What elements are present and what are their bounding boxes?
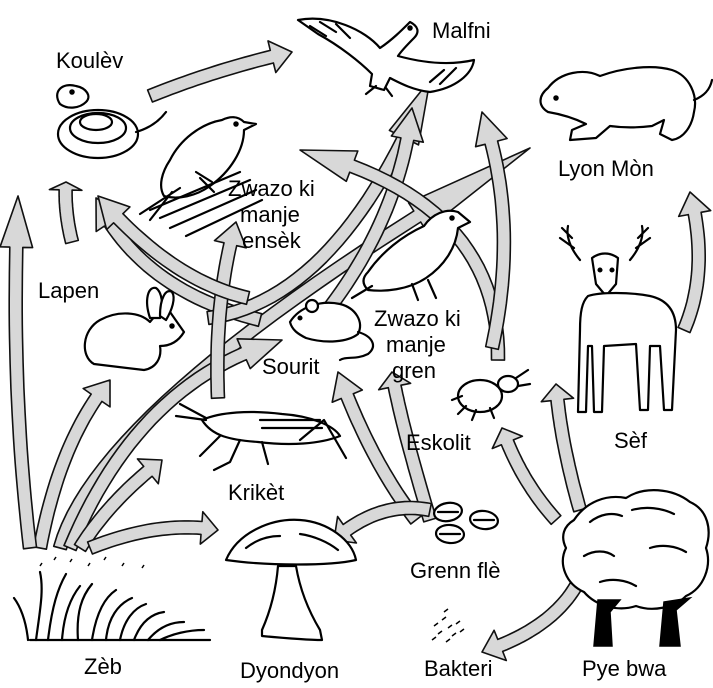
seeds-illustration [433,501,499,544]
label-zwazo-ensek-line1: Zwazo ki [228,176,315,201]
label-dyondyon: Dyondyon [240,658,339,683]
deer-illustration [560,226,676,412]
arrow-deer-to-lion [678,192,711,333]
label-kriket: Krikèt [228,480,284,505]
tree-illustration [563,490,709,646]
mouse-illustration [290,300,373,360]
label-zwazo-gren-line1: Zwazo ki [374,306,461,331]
label-eskolit: Eskolit [406,430,471,455]
label-zeb: Zèb [84,654,122,679]
label-sourit: Sourit [262,354,319,379]
cricket-illustration [176,404,346,470]
label-malfni: Malfni [432,18,491,43]
label-pye-bwa: Pye bwa [582,656,667,681]
bacteria-illustration [432,609,464,642]
beetle-illustration [452,370,530,420]
arrow-seeds-to-mushroom [334,502,431,544]
arrow-seed-bird-to-lion-link [476,112,511,349]
label-zwazo-ensek-line2: manje [240,202,300,227]
grass-illustration [14,557,210,640]
lion-illustration [541,67,713,140]
label-zwazo-gren-line3: gren [392,358,436,383]
label-bakteri: Bakteri [424,656,492,681]
label-grenn-fle: Grenn flè [410,558,501,583]
mushroom-illustration [226,520,356,640]
label-lapen: Lapen [38,278,99,303]
label-koulev: Koulèv [56,48,123,73]
arrow-tree-to-bacteria [482,583,582,661]
arrow-grass-to-snake [0,196,36,549]
label-sef: Sèf [614,428,648,453]
arrow-tree-to-beetle [492,428,561,524]
label-zwazo-gren-line2: manje [386,332,446,357]
arrow-snake-to-eagle [148,41,292,102]
rabbit-illustration [85,288,184,370]
arrow-rabbit-to-snake [49,182,82,244]
label-zwazo-ensek-line3: ensèk [242,228,302,253]
label-lyon-mon: Lyon Mòn [558,156,654,181]
